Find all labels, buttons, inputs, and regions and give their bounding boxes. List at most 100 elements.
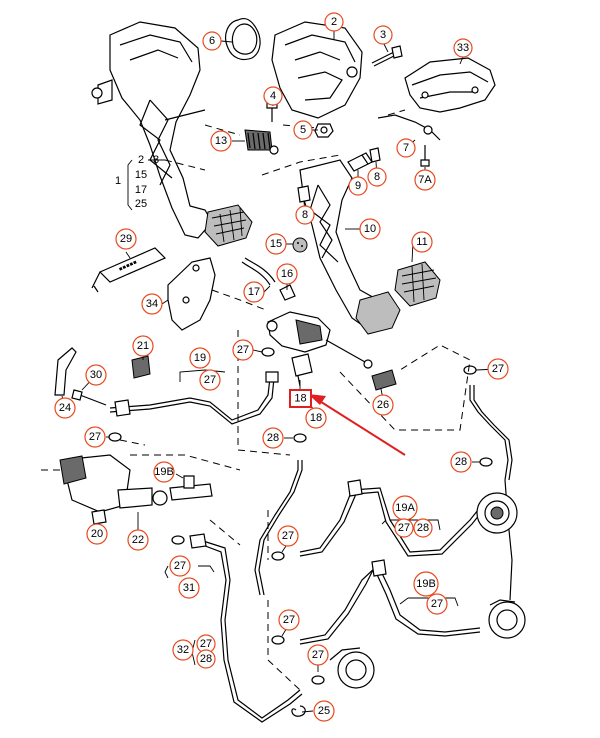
callout-16[interactable]: 17 xyxy=(243,281,265,303)
svg-text:27: 27 xyxy=(492,363,504,375)
callout-17[interactable]: 18 xyxy=(305,407,327,429)
callout-19b[interactable]: 19B xyxy=(413,571,439,597)
svg-text:29: 29 xyxy=(120,233,132,245)
group-brackets xyxy=(127,159,459,666)
svg-text:26: 26 xyxy=(377,399,389,411)
callout-3-top[interactable]: 3 xyxy=(373,25,393,45)
right-pedal-bracket xyxy=(271,21,363,119)
callout-7a[interactable]: 7A xyxy=(414,169,436,191)
bracket-24 xyxy=(54,347,77,396)
callout-27-19a[interactable]: 27 xyxy=(394,518,414,538)
svg-text:33: 33 xyxy=(457,42,469,54)
svg-text:19: 19 xyxy=(194,352,206,364)
svg-text:7A: 7A xyxy=(418,174,432,186)
clutch-pedal-lever xyxy=(299,159,401,335)
group-1-label: 1 2 3 15 17 25 xyxy=(115,154,159,210)
assist-spring-13 xyxy=(244,129,279,155)
tee-piece-20 xyxy=(169,475,213,501)
hydraulic-line-28 xyxy=(254,460,303,596)
callout-27-lower[interactable]: 27 xyxy=(278,609,300,631)
svg-text:28: 28 xyxy=(200,653,212,665)
washers xyxy=(108,347,493,685)
svg-text:2: 2 xyxy=(138,154,144,166)
callout-27-left[interactable]: 27 xyxy=(84,426,106,448)
svg-text:18: 18 xyxy=(310,412,322,424)
hydraulic-line-31 xyxy=(189,533,303,723)
hydraulic-line-19a xyxy=(299,479,481,557)
svg-text:2: 2 xyxy=(331,16,337,28)
callout-33[interactable]: 33 xyxy=(453,38,473,58)
callout-11[interactable]: 11 xyxy=(411,231,433,253)
svg-text:27: 27 xyxy=(204,374,216,386)
callout-14[interactable]: 16 xyxy=(276,263,298,285)
callout-22[interactable]: 20 xyxy=(86,523,108,545)
callout-27-bottom[interactable]: 27 xyxy=(307,644,329,666)
nut-5 xyxy=(314,123,334,138)
callout-8-right[interactable]: 8 xyxy=(367,167,387,187)
pedal-pad-11 xyxy=(394,261,441,307)
svg-text:18: 18 xyxy=(294,393,306,405)
mounting-bracket-33 xyxy=(377,57,496,141)
callout-28-right[interactable]: 28 xyxy=(450,451,472,473)
callout-5[interactable]: 5 xyxy=(293,120,313,140)
callout-10[interactable]: 10 xyxy=(359,218,381,240)
callout-28-31[interactable]: 28 xyxy=(196,649,216,669)
svg-text:27: 27 xyxy=(200,638,212,650)
svg-text:15: 15 xyxy=(135,169,147,181)
clip-26 xyxy=(291,705,306,717)
svg-text:4: 4 xyxy=(270,90,276,102)
callout-20[interactable]: 19B xyxy=(153,461,175,483)
callout-2-top[interactable]: 2 xyxy=(324,12,344,32)
switch-part-18 xyxy=(291,353,313,387)
svg-text:27: 27 xyxy=(283,614,295,626)
callout-19[interactable]: 19 xyxy=(189,347,211,369)
svg-text:3: 3 xyxy=(153,154,159,166)
callout-6[interactable]: 6 xyxy=(202,31,222,51)
callout-29[interactable]: 30 xyxy=(85,364,107,386)
callout-28-19a[interactable]: 28 xyxy=(413,518,433,538)
callout-27-pipe[interactable]: 27 xyxy=(199,369,221,391)
callout-34[interactable]: 34 xyxy=(141,293,163,315)
callout-32[interactable]: 29 xyxy=(115,228,137,250)
callout-7[interactable]: 7 xyxy=(396,138,416,158)
svg-text:11: 11 xyxy=(416,236,427,248)
svg-text:28: 28 xyxy=(417,522,429,534)
callout-21[interactable]: 21 xyxy=(132,335,154,357)
svg-text:27: 27 xyxy=(89,431,101,443)
callout-28-center[interactable]: 28 xyxy=(262,427,284,449)
svg-text:8: 8 xyxy=(374,171,380,183)
svg-text:25: 25 xyxy=(318,705,330,717)
callout-31[interactable]: 32 xyxy=(172,639,194,661)
callout-9[interactable]: 9 xyxy=(348,176,368,196)
callout-27-30[interactable]: 27 xyxy=(169,555,191,577)
callout-26[interactable]: 25 xyxy=(313,700,335,722)
sensor-25 xyxy=(371,369,397,391)
callout-27-center[interactable]: 27 xyxy=(277,525,299,547)
svg-text:9: 9 xyxy=(355,180,361,192)
svg-text:27: 27 xyxy=(431,598,443,610)
svg-text:20: 20 xyxy=(91,528,103,540)
callout-13[interactable]: 13 xyxy=(210,130,232,152)
clutch-master-cylinder xyxy=(241,257,373,369)
screw-29 xyxy=(71,389,107,406)
callout-27-pedal[interactable]: 27 xyxy=(232,339,254,361)
svg-text:30: 30 xyxy=(90,369,102,381)
callout-19a[interactable]: 19A xyxy=(392,495,418,521)
callout-23[interactable]: 22 xyxy=(127,529,149,551)
callout-27-19b[interactable]: 27 xyxy=(426,593,448,615)
highlight-arrow xyxy=(308,394,406,456)
callout-18-highlighted[interactable]: 18 xyxy=(289,389,312,408)
pivot-pin-9 xyxy=(347,152,373,172)
callout-30[interactable]: 31 xyxy=(178,577,200,599)
callout-27-right-top[interactable]: 27 xyxy=(487,358,509,380)
callout-8-left[interactable]: 8 xyxy=(295,205,315,225)
callout-24[interactable]: 24 xyxy=(54,397,76,419)
svg-text:27: 27 xyxy=(312,649,324,661)
callout-4[interactable]: 4 xyxy=(263,86,283,106)
callout-25[interactable]: 26 xyxy=(372,394,394,416)
callout-15[interactable]: 15 xyxy=(265,233,287,255)
svg-text:24: 24 xyxy=(59,402,71,414)
svg-text:19B: 19B xyxy=(416,578,436,590)
svg-text:10: 10 xyxy=(364,223,376,235)
